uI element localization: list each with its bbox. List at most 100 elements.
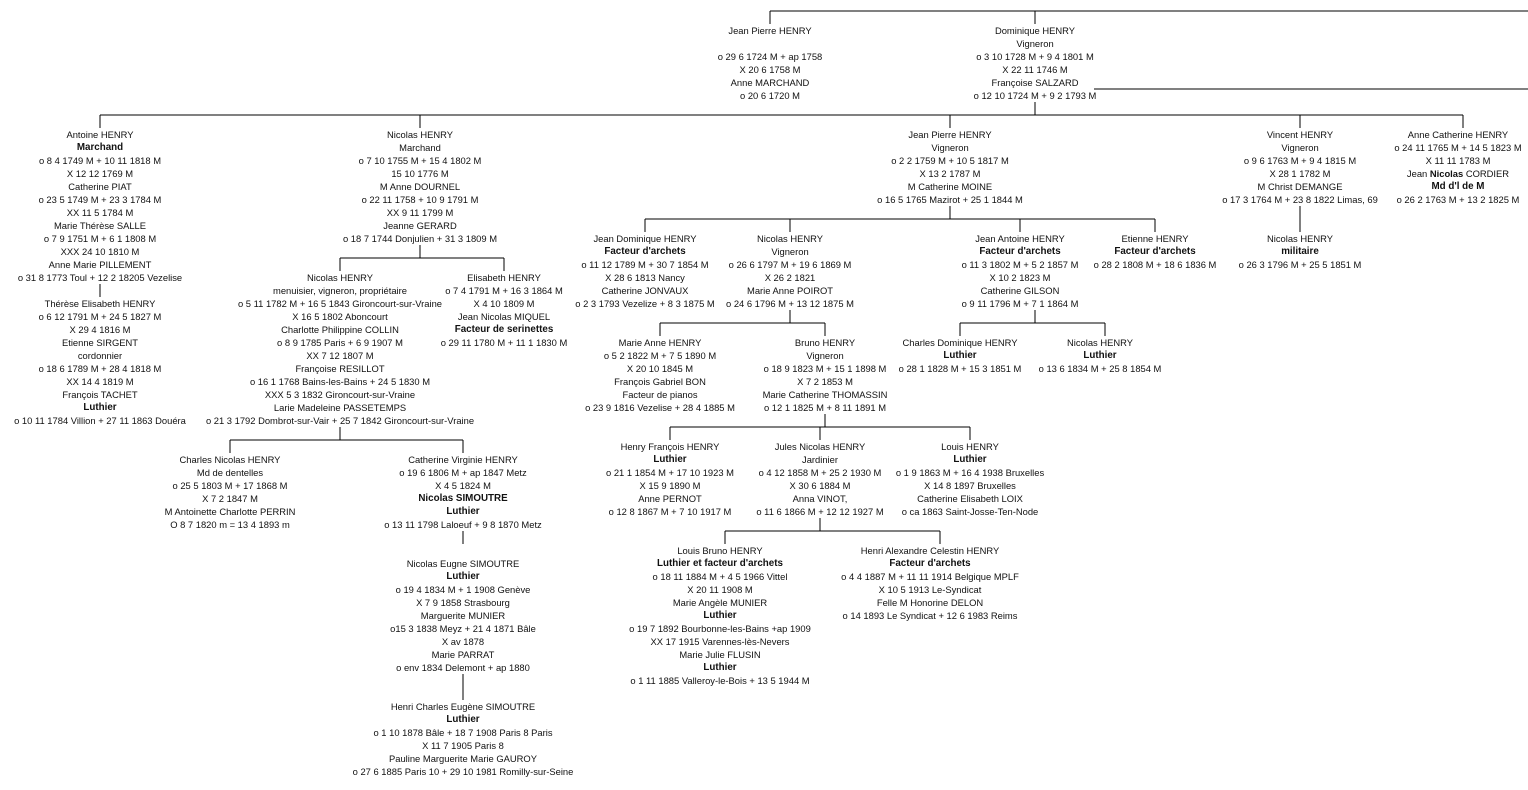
person-line: Jules Nicolas HENRY <box>774 441 866 452</box>
person-line: o 29 11 1780 M + 11 1 1830 M <box>440 337 568 348</box>
person-line: o 9 11 1796 M + 7 1 1864 M <box>961 298 1079 309</box>
person-line: o 19 6 1806 M + ap 1847 Metz <box>399 467 527 478</box>
person-line: menuisier, vigneron, propriétaire <box>273 285 407 296</box>
person-nicolas-menuisier: Nicolas HENRY menuisier, vigneron, propri… <box>206 271 474 427</box>
person-line: Luthier <box>703 610 737 621</box>
person-line: o 16 5 1765 Mazirot + 25 1 1844 M <box>877 194 1023 205</box>
person-line: o 11 12 1789 M + 30 7 1854 M <box>581 259 709 270</box>
person-line: o 21 3 1792 Dombrot-sur-Vair + 25 7 1842… <box>205 415 475 426</box>
person-line: Facteur d'archets <box>889 558 971 569</box>
person-line: o 25 5 1803 M + 17 1868 M <box>172 480 288 491</box>
person-line: Anne MARCHAND <box>730 77 810 88</box>
person-line: o 2 3 1793 Vezelize + 8 3 1875 M <box>575 298 715 309</box>
person-line: o 8 9 1785 Paris + 6 9 1907 M <box>277 337 403 348</box>
person-line: Luthier <box>943 350 977 361</box>
person-line: Luthier <box>83 402 117 413</box>
person-line: Nicolas HENRY <box>1267 233 1333 244</box>
person-line: Jean Pierre HENRY <box>908 129 992 140</box>
person-line: Vigneron <box>1016 38 1054 49</box>
person-jean-pierre-sr: Jean Pierre HENRY o 29 6 1724 M + ap 175… <box>718 24 823 102</box>
person-line: Facteur de pianos <box>622 389 698 400</box>
person-line: o 13 6 1834 M + 25 8 1854 M <box>1038 363 1162 374</box>
person-line: XXX 5 3 1832 Gironcourt-sur-Vraine <box>264 389 416 400</box>
person-line: XX 9 11 1799 M <box>386 207 454 218</box>
person-line: o 13 11 1798 Laloeuf + 9 8 1870 Metz <box>384 519 542 530</box>
person-line: X 7 2 1847 M <box>202 493 258 504</box>
person-line: o15 3 1838 Meyz + 21 4 1871 Bâle <box>390 623 536 634</box>
person-line: X 30 6 1884 M <box>789 480 851 491</box>
person-line: X 11 7 1905 Paris 8 <box>422 740 504 751</box>
person-line: o 1 9 1863 M + 16 4 1938 Bruxelles <box>895 467 1045 478</box>
person-line: Nicolas HENRY <box>387 129 453 140</box>
person-line: o 11 6 1866 M + 12 12 1927 M <box>756 506 884 517</box>
person-line: o 24 11 1765 M + 14 5 1823 M <box>1394 142 1522 153</box>
person-line: XX 17 1915 Varennes-lès-Nevers <box>650 636 790 647</box>
person-line: o 9 6 1763 M + 9 4 1815 M <box>1243 155 1357 166</box>
person-line: Vigneron <box>806 350 844 361</box>
person-line: M Christ DEMANGE <box>1257 181 1343 192</box>
person-line: Marie PARRAT <box>431 649 495 660</box>
jules-children <box>724 518 941 544</box>
person-line: Larie Madeleine PASSETEMPS <box>273 402 407 413</box>
person-line: X 22 11 1746 M <box>1002 64 1068 75</box>
person-line: Vigneron <box>1281 142 1319 153</box>
person-line: X 11 11 1783 M <box>1425 155 1491 166</box>
person-line: Jean Dominique HENRY <box>593 233 697 244</box>
person-line: X 28 1 1782 M <box>1269 168 1331 179</box>
person-line: o 10 11 1784 Villion + 27 11 1863 Douéra <box>14 415 186 426</box>
person-line: o 3 10 1728 M + 9 4 1801 M <box>976 51 1094 62</box>
person-line: o 22 11 1758 + 10 9 1791 M <box>361 194 479 205</box>
person-line: Marie Anne HENRY <box>618 337 702 348</box>
person-line: Nicolas HENRY <box>1067 337 1133 348</box>
person-line: o 16 1 1768 Bains-les-Bains + 24 5 1830 … <box>249 376 431 387</box>
person-line: militaire <box>1281 246 1319 257</box>
person-line: o 18 11 1884 M + 4 5 1966 Vittel <box>652 571 788 582</box>
top-bar <box>769 10 1528 24</box>
person-line: o 14 1893 Le Syndicat + 12 6 1983 Reims <box>842 610 1018 621</box>
person-line: o 19 7 1892 Bourbonne-les-Bains +ap 1909 <box>629 623 811 634</box>
person-line: o 23 9 1816 Vezelise + 28 4 1885 M <box>585 402 735 413</box>
person-line: Charles Nicolas HENRY <box>179 454 281 465</box>
person-line: o 2 2 1759 M + 10 5 1817 M <box>891 155 1009 166</box>
person-line: Etienne HENRY <box>1121 233 1189 244</box>
person-line: o 5 11 1782 M + 16 5 1843 Gironcourt-sur… <box>237 298 443 309</box>
person-line: Md d'l de M <box>1431 181 1485 192</box>
person-line: o 8 4 1749 M + 10 11 1818 M <box>38 155 162 166</box>
person-line: X 29 4 1816 M <box>69 324 131 335</box>
person-nicolas-marchand: Nicolas HENRY Marchand o 7 10 1755 M + 15 … <box>343 128 497 245</box>
person-line: o 26 2 1763 M + 13 2 1825 M <box>1396 194 1520 205</box>
person-line: o 20 6 1720 M <box>740 90 800 101</box>
person-line: Facteur d'archets <box>979 246 1061 257</box>
person-line: o 7 10 1755 M + 15 4 1802 M <box>358 155 482 166</box>
person-line: Marchand <box>76 142 124 153</box>
person-dominique: Dominique HENRY Vigneron o 3 10 1728 M + 9… <box>974 24 1097 102</box>
person-line: X 10 5 1913 Le-Syndicat <box>878 584 982 595</box>
bruno-children <box>669 414 971 440</box>
person-line: Marchand <box>399 142 441 153</box>
person-line: XX 11 5 1784 M <box>66 207 134 218</box>
person-line: Catherine Elisabeth LOIX <box>917 493 1023 504</box>
person-line: Louis HENRY <box>941 441 999 452</box>
person-line: X 20 11 1908 M <box>687 584 753 595</box>
person-line: 15 10 1776 M <box>391 168 449 179</box>
person-line: o 11 3 1802 M + 5 2 1857 M <box>961 259 1079 270</box>
person-line: Henry François HENRY <box>620 441 720 452</box>
person-line: o 28 2 1808 M + 18 6 1836 M <box>1093 259 1217 270</box>
person-line: XXX 24 10 1810 M <box>60 246 140 257</box>
person-line: X 26 2 1821 <box>764 272 816 283</box>
person-line: Dominique HENRY <box>994 25 1076 36</box>
person-line: Luthier et facteur d'archets <box>657 558 783 569</box>
person-line: o 28 1 1828 M + 15 3 1851 M <box>898 363 1022 374</box>
person-line: Nicolas HENRY <box>306 272 373 283</box>
person-line: Anne Marie PILLEMENT <box>48 259 152 270</box>
person-line: cordonnier <box>77 350 123 361</box>
